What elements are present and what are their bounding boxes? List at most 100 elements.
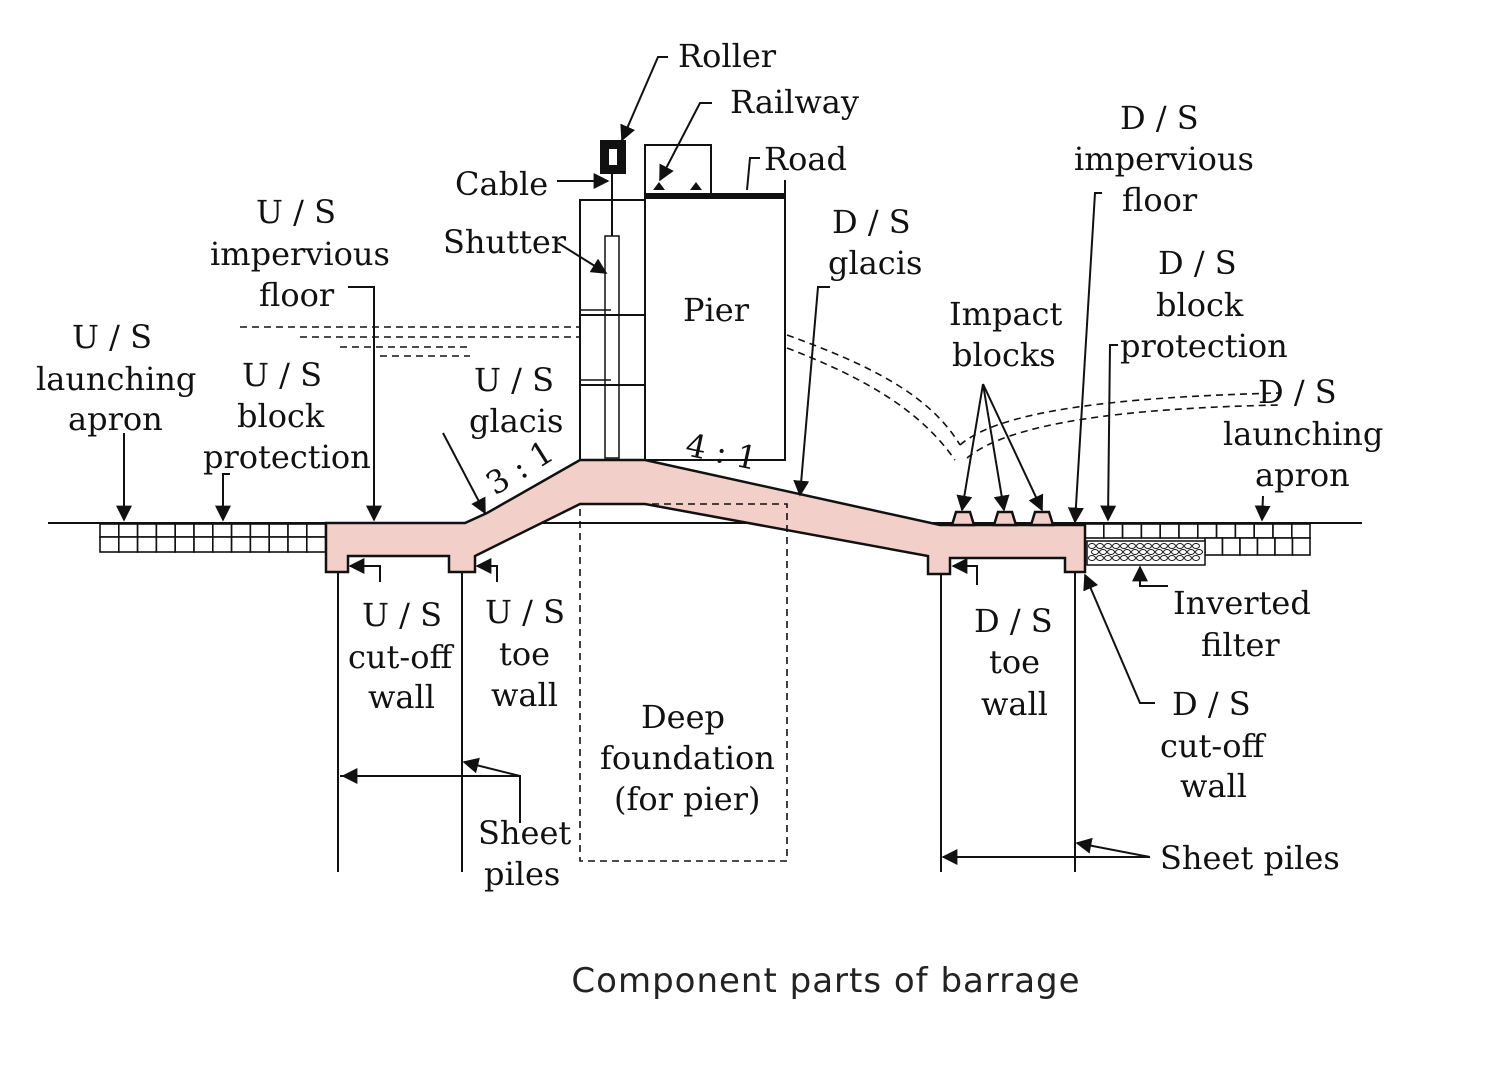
- apron-block: [174, 523, 195, 538]
- label-us-toe-1: U / S: [485, 593, 565, 631]
- label-ds-block-2: block: [1156, 286, 1244, 324]
- filter-gravel: [1176, 555, 1184, 561]
- apron-block: [155, 523, 176, 538]
- label-ds-imp-2: impervious: [1074, 140, 1254, 178]
- label-us-glacis-2: glacis: [469, 402, 563, 440]
- label-pier: Pier: [683, 291, 750, 329]
- apron-block: [1291, 523, 1311, 539]
- label-ds-imp-3: floor: [1122, 181, 1198, 219]
- label-inverted: Inverted: [1173, 584, 1311, 622]
- apron-block: [212, 536, 233, 553]
- filter-gravel: [1120, 555, 1128, 561]
- label-us-toe-3: wall: [491, 676, 558, 714]
- filter-gravel: [1160, 543, 1168, 549]
- inverted-filter: [1086, 540, 1206, 566]
- label-shutter: Shutter: [443, 223, 567, 261]
- filter-gravel: [1104, 543, 1112, 549]
- filter-gravel: [1131, 549, 1139, 555]
- label-us-sheet-1: Sheet: [478, 814, 571, 852]
- label-deep-1: Deep: [641, 698, 725, 736]
- apron-block: [230, 536, 252, 553]
- apron-block: [249, 536, 270, 553]
- apron-block: [249, 523, 270, 538]
- us-water-level: [240, 326, 580, 357]
- filter-gravel: [1147, 549, 1155, 555]
- filter-gravel: [1104, 555, 1112, 561]
- label-us-glacis-1: U / S: [474, 361, 554, 399]
- label-ds-toe-3: wall: [981, 685, 1048, 723]
- ds-water-profile: [786, 334, 1281, 461]
- filter-gravel: [1139, 549, 1147, 555]
- apron-block: [136, 523, 158, 538]
- filter-gravel: [1128, 555, 1136, 561]
- apron-block: [268, 536, 289, 553]
- label-ds-glacis-1: D / S: [832, 203, 911, 241]
- filter-gravel: [1187, 549, 1195, 555]
- ds-sheet-piles: [940, 572, 1076, 872]
- leader-lines: [116, 56, 1271, 865]
- apron-block: [99, 523, 120, 538]
- filter-gravel: [1091, 549, 1099, 555]
- label-ds-cutoff-3: wall: [1180, 767, 1247, 805]
- apron-block: [1215, 523, 1237, 539]
- filter-gravel: [1144, 543, 1152, 549]
- filter-gravel: [1168, 543, 1176, 549]
- label-ds-toe-2: toe: [989, 643, 1040, 681]
- filter-gravel: [1115, 549, 1123, 555]
- label-us-block-3: protection: [203, 438, 371, 476]
- apron-block: [1178, 523, 1199, 539]
- label-ds-apron-2: launching: [1223, 415, 1383, 453]
- filter-gravel: [1152, 555, 1160, 561]
- filter-gravel: [1176, 543, 1184, 549]
- apron-block: [118, 536, 139, 553]
- label-us-imp-1: U / S: [256, 193, 336, 231]
- labels: Roller Railway Road Cable Shutter Pier U…: [36, 37, 1383, 893]
- apron-block: [1239, 537, 1259, 556]
- label-us-imp-3: floor: [259, 276, 335, 314]
- apron-block: [1274, 537, 1294, 556]
- apron-block: [287, 523, 308, 538]
- filter-gravel: [1179, 549, 1187, 555]
- apron-block: [1291, 537, 1311, 556]
- label-us-cutoff-1: U / S: [362, 596, 442, 634]
- label-us-block-1: U / S: [242, 356, 322, 394]
- filter-gravel: [1112, 543, 1120, 549]
- filter-gravel: [1107, 549, 1115, 555]
- label-ds-apron-1: D / S: [1258, 373, 1337, 411]
- filter-gravel: [1099, 549, 1107, 555]
- apron-block: [1234, 523, 1256, 539]
- apron-block: [1140, 523, 1162, 539]
- apron-block: [1253, 523, 1274, 539]
- label-ds-block-1: D / S: [1158, 244, 1237, 282]
- label-roller: Roller: [678, 37, 777, 75]
- filter-gravel: [1136, 543, 1144, 549]
- apron-block: [305, 536, 327, 553]
- apron-block: [193, 536, 214, 553]
- apron-block: [1121, 523, 1143, 539]
- label-filter: filter: [1201, 626, 1280, 664]
- figure-caption: Component parts of barrage: [571, 961, 1080, 1001]
- label-ds-imp-1: D / S: [1120, 99, 1199, 137]
- filter-gravel: [1192, 555, 1200, 561]
- apron-block: [1204, 537, 1224, 556]
- label-impact-1: Impact: [949, 295, 1062, 333]
- filter-gravel: [1123, 549, 1131, 555]
- filter-gravel: [1163, 549, 1171, 555]
- label-ds-block-3: protection: [1120, 327, 1288, 365]
- apron-block: [193, 523, 214, 538]
- filter-gravel: [1096, 555, 1104, 561]
- filter-gravel: [1184, 543, 1192, 549]
- label-us-imp-2: impervious: [210, 235, 390, 273]
- filter-gravel: [1096, 543, 1104, 549]
- label-railway: Railway: [730, 83, 859, 121]
- label-us-apron-1: U / S: [72, 318, 152, 356]
- filter-gravel: [1192, 543, 1200, 549]
- us-sheet-piles: [337, 572, 463, 872]
- filter-gravel: [1112, 555, 1120, 561]
- apron-block: [1221, 537, 1241, 556]
- apron-block: [287, 536, 308, 553]
- filter-gravel: [1088, 555, 1096, 561]
- apron-block: [268, 523, 289, 538]
- filter-gravel: [1136, 555, 1144, 561]
